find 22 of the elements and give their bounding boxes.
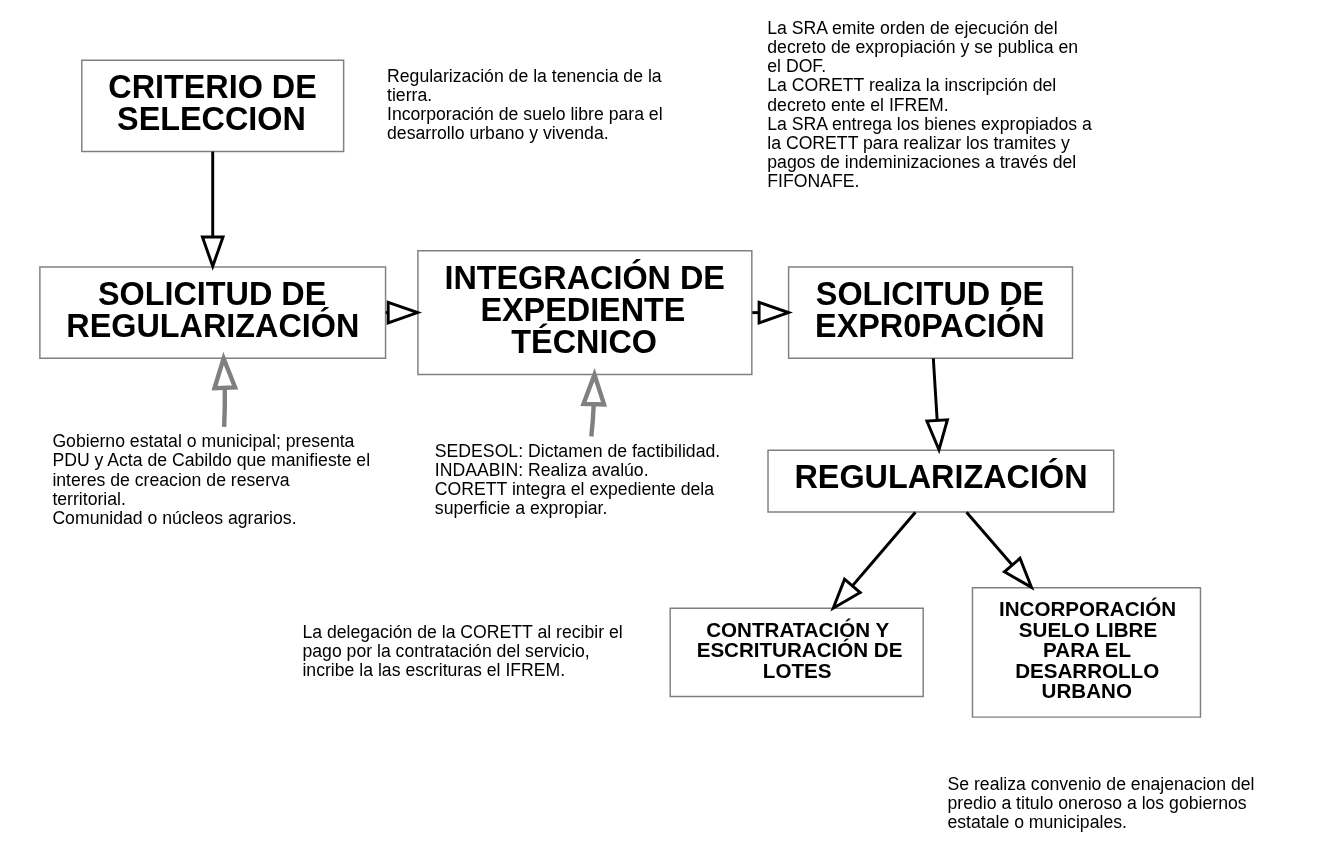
arrow bbox=[965, 511, 1035, 591]
arrow bbox=[830, 511, 917, 612]
arrow bbox=[752, 300, 793, 325]
node-box: INTEGRACIÓN DE EXPEDIENTE TÉCNICO bbox=[417, 250, 753, 376]
node-text: SEDESOL: Dictamen de factibilidad. INDAABIN: Realiza avalúo. CORETT integra el expediente dela superficie a expropiar. bbox=[434, 440, 721, 519]
node-label: La SRA emite orden de ejecución del decreto de expropiación y se publica en el DOF. bbox=[767, 18, 1079, 77]
node-text: Gobierno estatal o municipal; presenta PDU y Acta de Cabildo que manifieste el interes de creacion de reserva territorial. Comunidad o núcleos agrarios. bbox=[52, 431, 371, 528]
node-label: Incorporación de suelo libre para el desarrollo urbano y vivenda. bbox=[387, 104, 663, 144]
arrow bbox=[924, 358, 950, 455]
node-box: REGULARIZACIÓN bbox=[767, 449, 1115, 513]
node-box: INCORPORACIÓN SUELO LIBRE PARA EL DESARROLLO URBANO bbox=[971, 586, 1202, 718]
node-box: CRITERIO DE SELECCION bbox=[81, 59, 345, 153]
node-label: Se realiza convenio de enajenacion del predio a titulo oneroso a los gobiernos estatale o municipales. bbox=[947, 774, 1255, 833]
node-label: La CORETT realiza la inscripción del decreto ente el IFREM. bbox=[767, 75, 1057, 115]
arrow bbox=[211, 351, 239, 427]
node-label: La SRA entrega los bienes expropiados a la CORETT para realizar los tramites y pagos de indeminizaciones a través del FIFONAFE. bbox=[767, 113, 1092, 191]
arrow bbox=[580, 368, 608, 437]
node-label: Regularización de la tenencia de la tierra. bbox=[387, 65, 662, 105]
node-label: La delegación de la CORETT al recibir el pago por la contratación del servicio, incribe la las escrituras el IFREM. bbox=[302, 621, 623, 681]
arrow bbox=[200, 151, 226, 271]
node-box: CONTRATACIÓN Y ESCRITURACIÓN DE LOTES bbox=[669, 607, 924, 698]
node-box: SOLICITUD DE EXPR0PACIÓN bbox=[787, 266, 1074, 359]
